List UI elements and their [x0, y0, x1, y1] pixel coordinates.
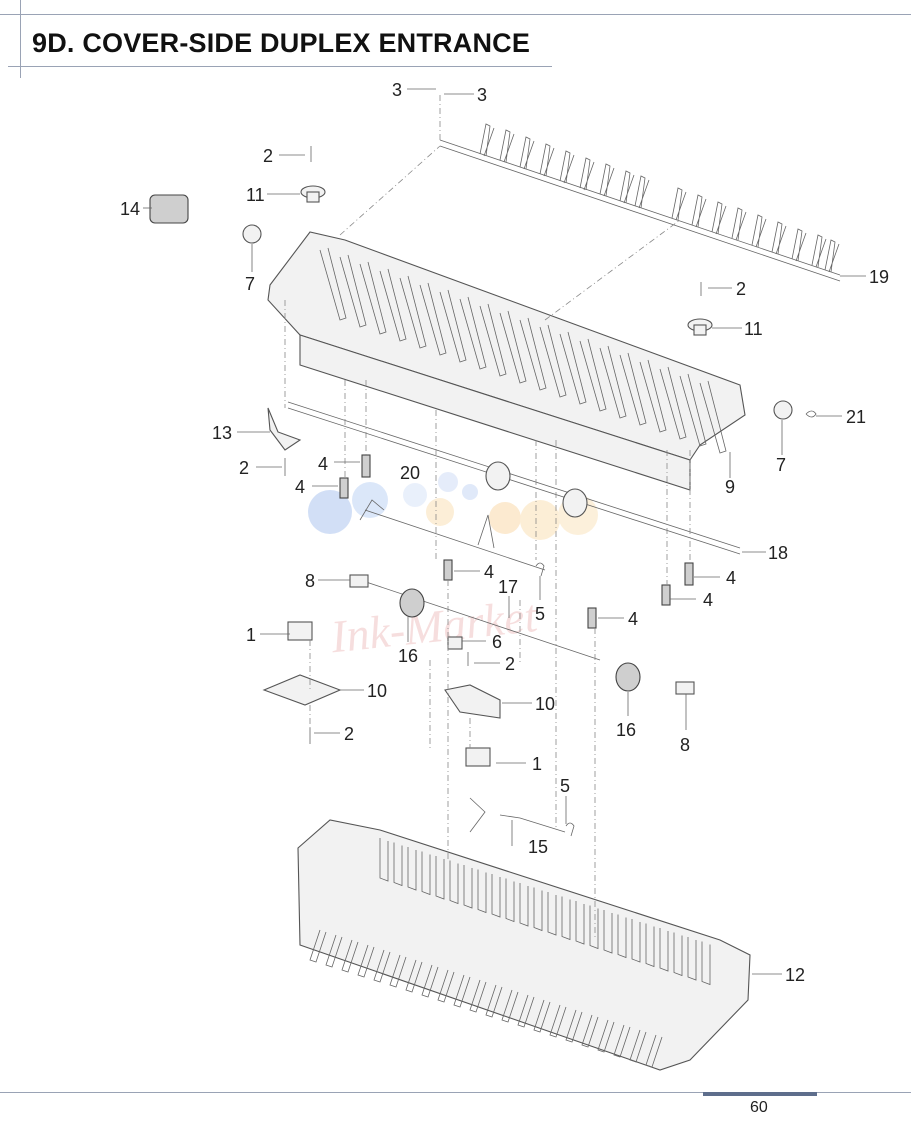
callout-7: 7	[245, 274, 255, 294]
page-title: 9D. COVER-SIDE DUPLEX ENTRANCE	[32, 28, 531, 58]
assembly-guidelines	[284, 92, 691, 940]
callout-3: 3	[477, 85, 487, 105]
title-underline	[8, 66, 552, 67]
callout-11: 11	[246, 185, 265, 205]
callout-19: 19	[869, 267, 889, 287]
callout-labels: 3 3 2 11 14 7 19 2 11 21 7 13 2 4 4 20 9…	[120, 80, 889, 985]
leader-lines	[143, 88, 866, 975]
callout-4: 4	[703, 590, 713, 610]
top-rule	[0, 14, 911, 15]
callout-4: 4	[726, 568, 736, 588]
callout-2: 2	[263, 146, 273, 166]
callout-12: 12	[785, 965, 805, 985]
callout-14: 14	[120, 199, 140, 219]
callout-5: 5	[560, 776, 570, 796]
callout-21: 21	[846, 407, 866, 427]
callout-5: 5	[535, 604, 545, 624]
watermark: Ink-Market	[308, 472, 598, 662]
drive-shaft-18	[287, 401, 741, 555]
callout-10: 10	[367, 681, 387, 701]
callout-11: 11	[744, 319, 763, 339]
callout-13: 13	[212, 423, 232, 443]
callout-2: 2	[239, 458, 249, 478]
callout-10: 10	[535, 694, 555, 714]
callout-4: 4	[484, 562, 494, 582]
callout-2: 2	[344, 724, 354, 744]
callout-3: 3	[392, 80, 402, 100]
callout-15: 15	[528, 837, 548, 857]
small-parts	[149, 146, 817, 837]
page-number-bar	[703, 1092, 817, 1096]
callout-1: 1	[246, 625, 256, 645]
callout-4: 4	[318, 454, 328, 474]
callout-8: 8	[305, 571, 315, 591]
upper-guide-frame-9	[267, 231, 746, 491]
callout-16: 16	[616, 720, 636, 740]
callout-7: 7	[776, 455, 786, 475]
callout-16: 16	[398, 646, 418, 666]
callout-4: 4	[295, 477, 305, 497]
callout-2: 2	[736, 279, 746, 299]
callout-9: 9	[725, 477, 735, 497]
lower-frame-12	[297, 819, 751, 1071]
callout-1: 1	[532, 754, 542, 774]
callout-17: 17	[498, 577, 518, 597]
callout-6: 6	[492, 632, 502, 652]
callout-8: 8	[680, 735, 690, 755]
left-margin-tick	[20, 0, 21, 78]
callout-2: 2	[505, 654, 515, 674]
footer-rule	[0, 1092, 911, 1093]
callout-18: 18	[768, 543, 788, 563]
feeder-shaft-19	[439, 123, 841, 282]
page-number: 60	[750, 1099, 768, 1116]
callout-20: 20	[400, 463, 420, 483]
roller-shaft-17	[359, 579, 641, 692]
lever-shaft-20	[359, 499, 546, 571]
callout-4: 4	[628, 609, 638, 629]
